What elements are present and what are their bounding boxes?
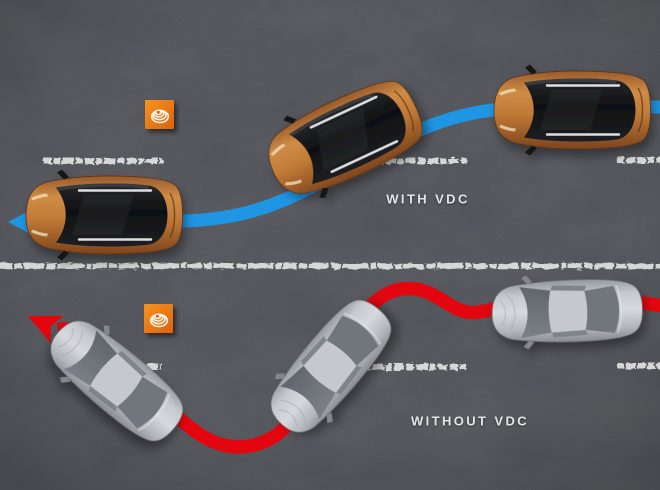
road-markings <box>0 157 660 370</box>
suv-with-vdc-position-1 <box>492 63 652 157</box>
without-vdc-label: WITHOUT VDC <box>410 413 530 429</box>
skid-warning-icon-bottom <box>143 303 174 334</box>
without-vdc-arrowhead <box>28 315 64 344</box>
skid-warning-icon-top <box>144 99 175 130</box>
with-vdc-label: WITH VDC <box>386 191 470 207</box>
suv-with-vdc-position-3 <box>24 168 184 262</box>
